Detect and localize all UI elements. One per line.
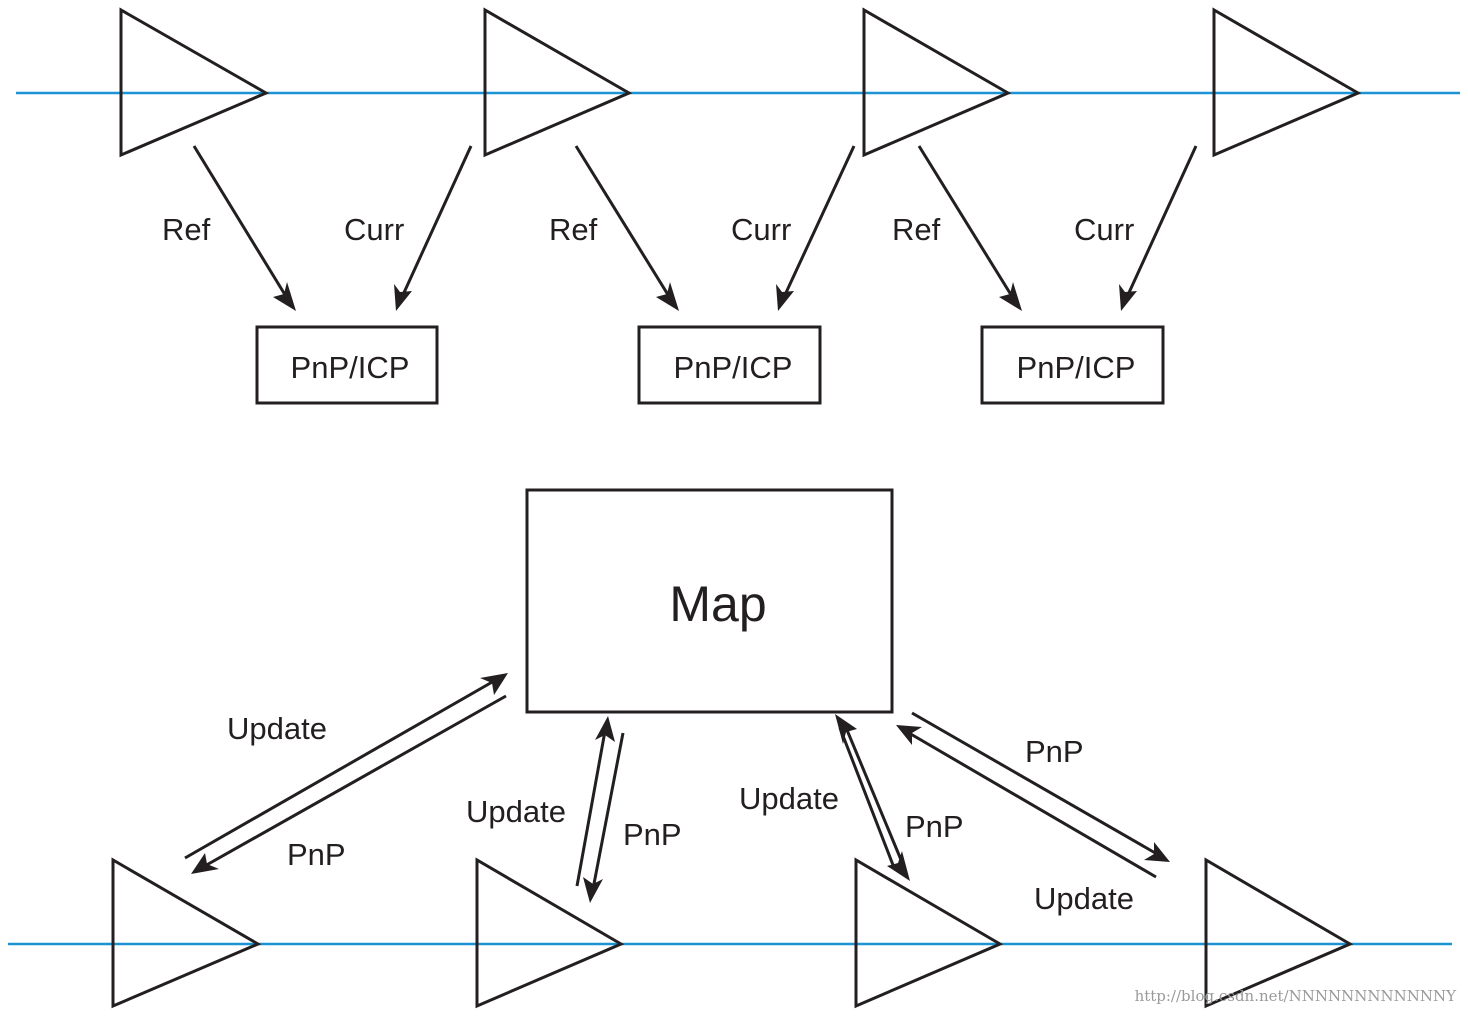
pnp-label-3: PnP <box>905 809 964 844</box>
pnp-icp-label-2: PnP/ICP <box>674 350 793 385</box>
pnp-arrow-1 <box>191 694 507 874</box>
ref-arrow-1 <box>192 145 296 311</box>
top-frame-4 <box>1212 7 1362 158</box>
ref-label-1: Ref <box>162 212 211 247</box>
curr-arrow-3 <box>1119 145 1198 311</box>
pnp-arrow-4 <box>911 711 1170 862</box>
watermark: http://blog.csdn.net/NNNNNNNNNNNNY <box>1135 987 1458 1005</box>
pnp-label-2: PnP <box>623 817 682 852</box>
update-arrow-4 <box>896 725 1157 879</box>
update-arrow-3 <box>835 714 895 866</box>
pnp-icp-label-3: PnP/ICP <box>1017 350 1136 385</box>
update-label-1: Update <box>227 711 327 746</box>
update-arrow-1 <box>184 673 508 860</box>
pnp-label-4: PnP <box>1025 734 1084 769</box>
update-label-3: Update <box>739 781 839 816</box>
update-label-2: Update <box>466 794 566 829</box>
map-box <box>525 488 894 714</box>
map-label: Map <box>669 576 766 632</box>
update-arrow-2 <box>575 716 615 887</box>
pnp-icp-box-1 <box>255 325 439 405</box>
pnp-icp-box-3 <box>980 325 1165 405</box>
pnp-arrow-2 <box>583 732 625 903</box>
ref-label-2: Ref <box>549 212 598 247</box>
pnp-icp-label-1: PnP/ICP <box>291 350 410 385</box>
curr-label-3: Curr <box>1074 212 1134 247</box>
ref-label-3: Ref <box>892 212 941 247</box>
ref-arrow-2 <box>574 145 679 311</box>
update-label-4: Update <box>1034 881 1134 916</box>
pnp-icp-box-2 <box>637 325 822 405</box>
curr-label-2: Curr <box>731 212 791 247</box>
pnp-arrow-3 <box>845 729 910 881</box>
top-frame-3 <box>862 7 1012 158</box>
bottom-frame-3 <box>854 857 1004 1009</box>
bottom-frame-4 <box>1204 857 1354 1009</box>
pnp-label-1: PnP <box>287 837 346 872</box>
bottom-frame-2 <box>475 857 625 1009</box>
bottom-frame-1 <box>111 857 262 1009</box>
curr-label-1: Curr <box>344 212 404 247</box>
ref-arrow-3 <box>917 145 1022 311</box>
top-frame-1 <box>119 7 270 158</box>
curr-arrow-1 <box>394 145 473 311</box>
top-frame-2 <box>483 7 633 158</box>
curr-arrow-2 <box>776 145 856 311</box>
